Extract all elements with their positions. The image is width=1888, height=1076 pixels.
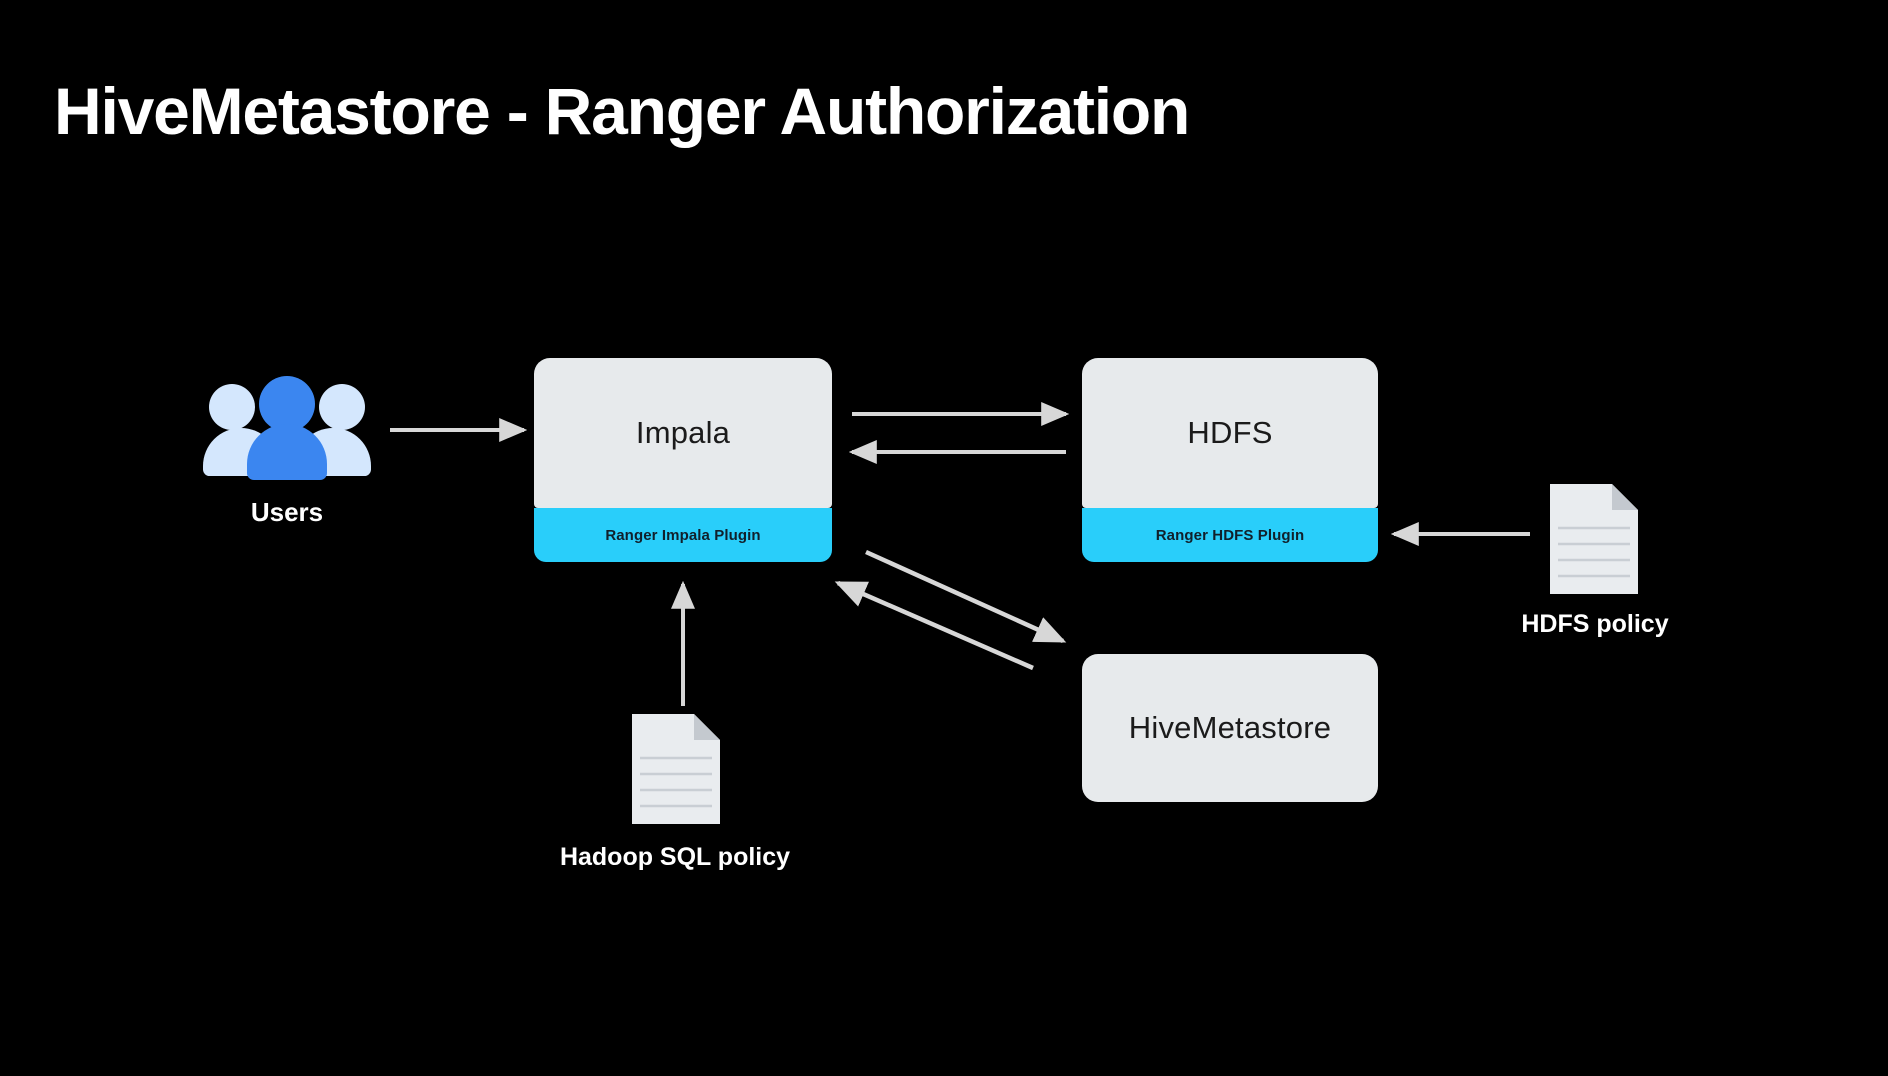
node-impala-plugin-label: Ranger Impala Plugin: [534, 508, 832, 562]
hadoop-sql-policy-label: Hadoop SQL policy: [559, 843, 791, 871]
node-impala[interactable]: Impala Ranger Impala Plugin: [534, 358, 832, 562]
user-head-right-icon: [319, 384, 365, 430]
node-impala-label: Impala: [534, 358, 832, 508]
node-hdfs-label: HDFS: [1082, 358, 1378, 508]
hdfs-policy-label: HDFS policy: [1521, 610, 1669, 638]
document-icon-hdfs-policy: [1550, 484, 1638, 594]
page-title: HiveMetastore - Ranger Authorization: [54, 74, 1190, 148]
users-label: Users: [250, 497, 324, 527]
node-hivemetastore[interactable]: HiveMetastore: [1082, 654, 1378, 802]
users-group-icon: [203, 368, 371, 498]
arrow-impala-plugin-to-hivemetastore: [865, 549, 1067, 644]
node-hdfs-plugin-label: Ranger HDFS Plugin: [1082, 508, 1378, 562]
arrow-hivemetastore-to-impala-plugin: [834, 580, 1034, 671]
node-hivemetastore-label: HiveMetastore: [1082, 654, 1378, 802]
document-icon-hadoop-sql-policy: [632, 714, 720, 824]
user-head-center-icon: [259, 376, 315, 432]
user-head-left-icon: [209, 384, 255, 430]
node-hdfs[interactable]: HDFS Ranger HDFS Plugin: [1082, 358, 1378, 562]
user-body-center-icon: [247, 424, 327, 480]
